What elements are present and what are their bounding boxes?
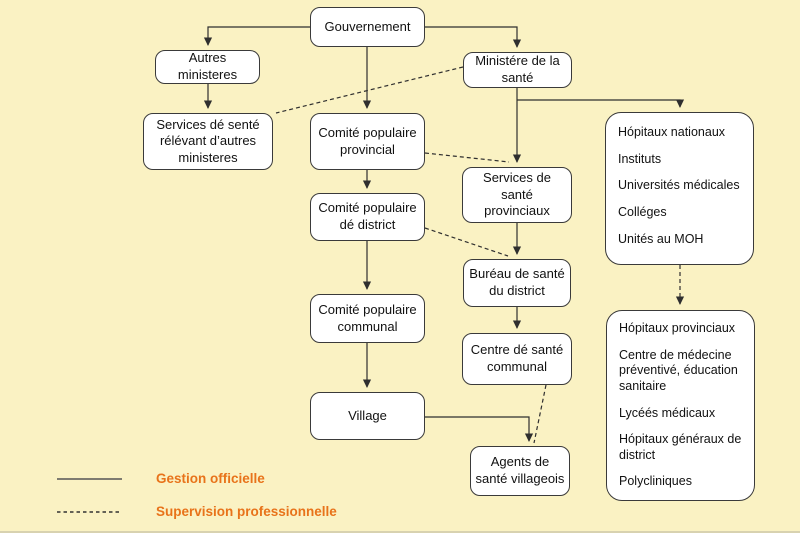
list-item: Unités au MOH	[618, 231, 704, 246]
list-item: Universités médicales	[618, 178, 740, 193]
node-services-sante-autres-ministeres: Services dé senté rélévant d’autres mini…	[143, 113, 273, 170]
node-village: Village	[310, 392, 425, 440]
list-item: Instituts	[618, 151, 662, 166]
list-item: Hópitaux généraux de district	[619, 432, 742, 462]
node-bureau-sante-district: Buréau de santé du district	[463, 259, 571, 307]
list-item: Hópitaux provinciaux	[619, 321, 736, 335]
legend-item-gestion-officielle: Gestion officielle	[56, 462, 356, 495]
node-comite-populaire-provincial: Comité populaire provincial	[310, 113, 425, 170]
legend-item-supervision-professionnelle: Supervision professionnelle	[56, 495, 356, 528]
node-autres-ministeres: Autres ministeres	[155, 50, 260, 84]
solid-line-swatch	[57, 477, 122, 480]
list-item: Polycliniques	[619, 474, 692, 489]
legend-label: Supervision professionnelle	[156, 504, 337, 519]
legend-label: Gestion officielle	[156, 471, 265, 486]
dashed-line-swatch	[57, 510, 122, 513]
legend: Gestion officielle Supervision professio…	[56, 462, 356, 528]
node-ministere-de-la-sante: Ministére de la santé	[463, 52, 572, 88]
list-item: Centre de médecine préventivé, éducation…	[619, 347, 738, 393]
node-comite-populaire-district: Comité populaire dé district	[310, 193, 425, 241]
node-centre-sante-communal: Centre dé santé communal	[462, 333, 572, 385]
node-services-sante-provinciaux: Services de santé provinciaux	[462, 167, 572, 223]
list-box-institutions-provinciales: Hópitaux provinciaux Centre de médecine …	[606, 310, 755, 501]
list-item: Lycéés médicaux	[619, 405, 716, 420]
list-item: Hópitaux nationaux	[618, 125, 726, 139]
node-comite-populaire-communal: Comité populaire communal	[310, 294, 425, 343]
list-box-institutions-nationales: Hópitaux nationaux Instituts Universités…	[605, 112, 754, 265]
image-bottom-edge	[0, 531, 800, 533]
node-agents-sante-villageois: Agents de santé villageois	[470, 446, 570, 496]
node-gouvernement: Gouvernement	[310, 7, 425, 47]
list-item: Colléges	[618, 204, 667, 219]
